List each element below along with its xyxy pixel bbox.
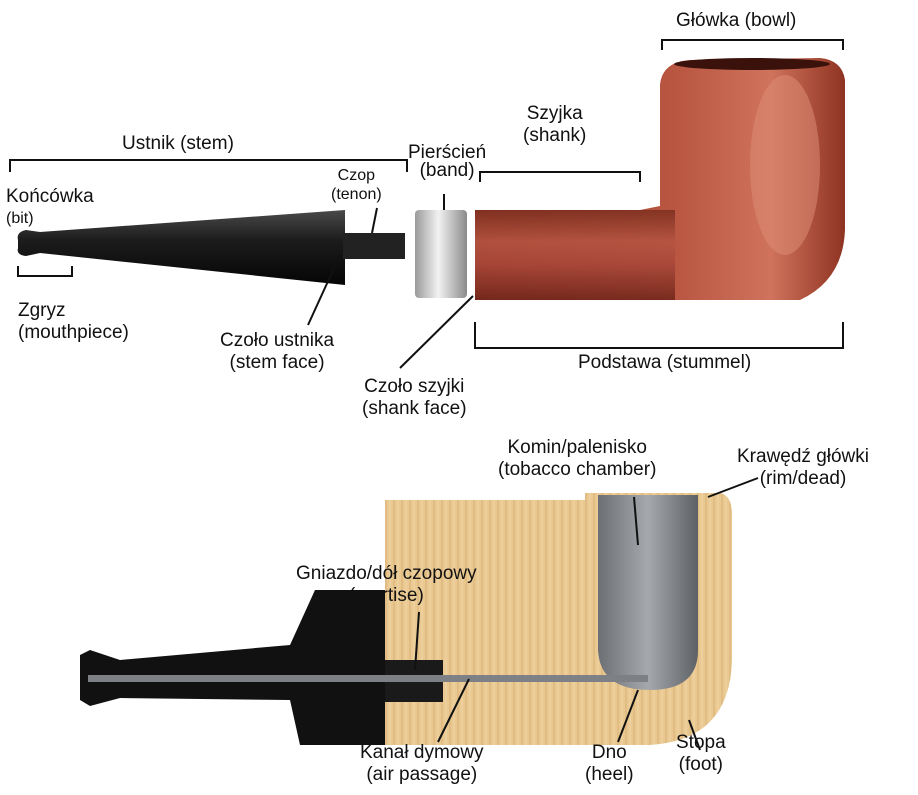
label-bowl: Główka (bowl) [676, 10, 796, 32]
label-mouthpiece: Zgryz (mouthpiece) [18, 300, 129, 344]
label-heel: Dno (heel) [585, 742, 634, 786]
shank-shape [475, 210, 675, 300]
label-air-passage-en: (air passage) [360, 764, 484, 786]
label-chamber: Komin/palenisko (tobacco chamber) [498, 437, 656, 481]
label-shank-pl: Szyjka [523, 103, 586, 125]
label-tenon: Czop (tenon) [331, 165, 382, 206]
label-rim-en: (rim/dead) [737, 468, 869, 490]
bracket-stummel [475, 322, 843, 348]
label-mortise-pl: Gniazdo/dół czopowy [296, 563, 477, 585]
label-band: Pierścień (band) [408, 142, 486, 182]
label-stem: Ustnik (stem) [122, 133, 234, 155]
label-tenon-en: (tenon) [331, 184, 382, 206]
tenon-shape [343, 233, 405, 259]
label-air-passage-pl: Kanał dymowy [360, 742, 484, 764]
bracket-mouthpiece [18, 266, 72, 276]
label-foot-pl: Stopa [676, 732, 726, 754]
air-passage-shape [88, 675, 648, 682]
label-air-passage: Kanał dymowy (air passage) [360, 742, 484, 786]
leader-tenon [372, 208, 377, 233]
bracket-bowl [662, 40, 843, 50]
label-bit-pl: Końcówka [6, 186, 94, 208]
label-stem-face: Czoło ustnika (stem face) [220, 330, 334, 374]
label-shank-face-en: (shank face) [362, 398, 467, 420]
label-shank-face-pl: Czoło szyjki [362, 376, 467, 398]
bowl-highlight [750, 75, 820, 255]
band-shape [415, 210, 467, 298]
label-chamber-en: (tobacco chamber) [498, 459, 656, 481]
label-heel-en: (heel) [585, 764, 634, 786]
label-shank-face: Czoło szyjki (shank face) [362, 376, 467, 420]
label-mouthpiece-pl: Zgryz [18, 300, 129, 322]
label-bit-en: (bit) [6, 208, 94, 230]
label-mouthpiece-en: (mouthpiece) [18, 322, 129, 344]
bowl-top-opening [674, 58, 830, 70]
label-band-en: (band) [408, 160, 486, 182]
label-bit: Końcówka (bit) [6, 186, 94, 230]
label-mortise: Gniazdo/dół czopowy (mortise) [296, 563, 477, 607]
tobacco-chamber-shape [598, 495, 698, 690]
bracket-shank [480, 172, 640, 182]
label-shank-en: (shank) [523, 125, 586, 147]
label-foot-en: (foot) [676, 754, 726, 776]
label-rim-pl: Krawędź główki [737, 446, 869, 468]
label-chamber-pl: Komin/palenisko [498, 437, 656, 459]
label-stem-face-en: (stem face) [220, 352, 334, 374]
label-foot: Stopa (foot) [676, 732, 726, 776]
label-rim: Krawędź główki (rim/dead) [737, 446, 869, 490]
label-shank: Szyjka (shank) [523, 103, 586, 147]
stummel-shape [475, 58, 845, 300]
label-stummel: Podstawa (stummel) [578, 352, 751, 374]
label-heel-pl: Dno [585, 742, 634, 764]
label-mortise-en: (mortise) [296, 585, 477, 607]
briar-cutaway [385, 493, 732, 745]
label-stem-face-pl: Czoło ustnika [220, 330, 334, 352]
leader-shank-face [400, 296, 473, 368]
